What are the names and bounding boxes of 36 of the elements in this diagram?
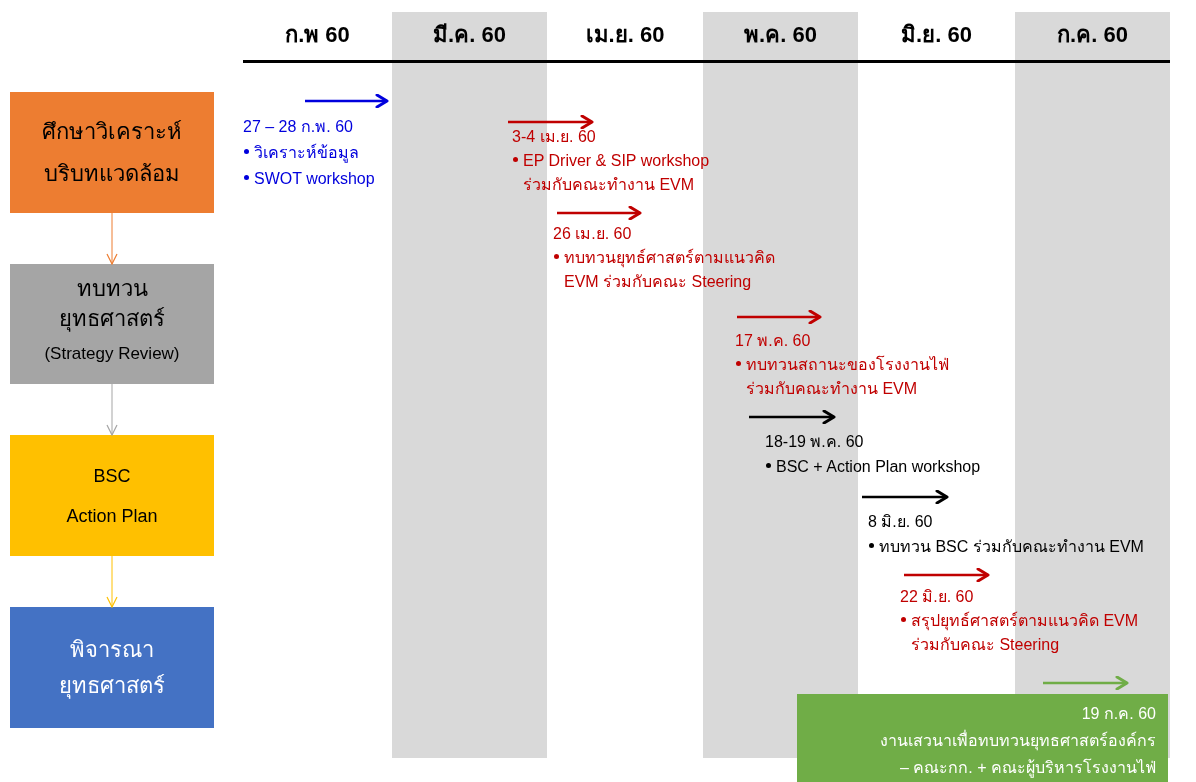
event-date: 19 ก.ค. 60 xyxy=(1081,704,1156,724)
event-text: สรุปยุทธ์ศาสตร์ตามแนวคิด EVM ร่วมกับคณะ Steering xyxy=(911,610,1139,655)
event-text: BSC + Action Plan workshop xyxy=(776,457,981,477)
event-text: SWOT workshop xyxy=(254,169,375,189)
month-header: พ.ค. 60 xyxy=(743,21,818,49)
phase-box xyxy=(10,92,214,213)
event-date: 27 – 28 ก.พ. 60 xyxy=(243,117,353,137)
box-label: BSC Action Plan xyxy=(66,464,158,528)
box-label: ทบทวนยุทธศาสตร์ xyxy=(59,275,165,334)
event-text: ทบทวนสถานะของโรงงานไฟ่ ร่วมกับคณะทำงาน EVM xyxy=(746,354,949,399)
phase-box xyxy=(10,264,214,384)
event-text: ทบทวน BSC ร่วมกับคณะทำงาน EVM xyxy=(879,537,1144,557)
event-date: 18-19 พ.ค. 60 xyxy=(765,432,864,452)
event-date: 17 พ.ค. 60 xyxy=(735,331,811,351)
month-header: เม.ย. 60 xyxy=(584,21,666,49)
event-date: 22 มิ.ย. 60 xyxy=(900,587,974,607)
event-box xyxy=(797,694,1168,782)
month-header: ก.ค. 60 xyxy=(1056,21,1129,49)
event-date: 26 เม.ย. 60 xyxy=(553,224,632,244)
event-date: 8 มิ.ย. 60 xyxy=(868,512,933,532)
month-header: ก.พ 60 xyxy=(284,21,351,49)
arrow xyxy=(106,212,118,265)
box-label: พิจารณายุทธศาสตร์ xyxy=(59,635,165,701)
event-text: ทบทวนยุทธ์ศาสตร์ตามแนวคิด EVM ร่วมกับคณะ Steering xyxy=(564,247,775,292)
event-text: วิเคราะห์ข้อมูล xyxy=(254,142,359,165)
event-date: 3-4 เม.ย. 60 xyxy=(512,127,596,147)
arrow xyxy=(106,383,118,436)
event-text: EP Driver & SIP workshop ร่วมกับคณะทำงาน EVM xyxy=(523,151,710,195)
arrow xyxy=(106,555,118,608)
phase-box xyxy=(10,435,214,556)
month-header: มิ.ย. 60 xyxy=(900,21,973,49)
box-label: ศึกษาวิเคราะห์บริบทแวดล้อม xyxy=(42,117,182,188)
month-header: มี.ค. 60 xyxy=(432,21,507,49)
box-label: (Strategy Review) xyxy=(44,343,180,365)
event-text: งานเสวนาเพื่อทบทวนยุทธศาสตร์องค์กร – คณะกก. + คณะผู้บริหารโรงงานไฟ่ xyxy=(880,729,1156,780)
phase-box xyxy=(10,607,214,728)
